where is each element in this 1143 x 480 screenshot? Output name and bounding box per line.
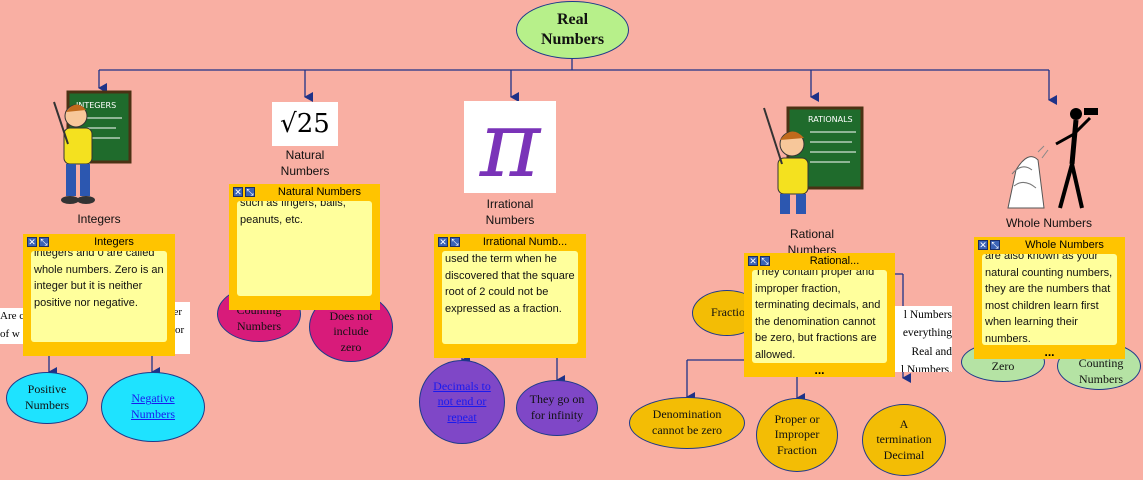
node-text: They go on for infinity [529,392,585,422]
note-body[interactable]: integers and 0 are called whole numbers.… [31,251,167,342]
node-text: Zero [991,359,1015,374]
node-positive-numbers[interactable]: Positive Numbers [6,372,88,424]
note-body[interactable]: used the term when he discovered that th… [442,251,578,344]
rational-right-text: l Numbers everything Real and l Numbers. [894,306,952,372]
node-text: Counting Numbers [1078,356,1124,386]
note-body[interactable]: are also known as your natural counting … [982,254,1117,345]
note-text: They contain proper and improper fractio… [755,270,881,361]
more-indicator[interactable]: ... [814,363,825,377]
close-icon[interactable]: ✕ [748,256,758,267]
node-text: Denomination cannot be zero [652,407,722,437]
note-titlebar[interactable]: ✕⤡ Rational... [744,253,895,270]
root-label: Real Numbers [540,11,605,48]
note-whole-numbers[interactable]: ✕⤡ Whole Numbers are also known as your … [974,237,1125,359]
close-icon[interactable]: ✕ [233,187,243,198]
more-indicator[interactable]: ... [1044,345,1055,359]
partial-text: l Numbers. [900,364,952,372]
chalkboard-caption: INTEGERS [76,101,116,110]
note-rational-numbers[interactable]: ✕⤡ Rational... They contain proper and i… [744,253,895,377]
node-text: Fractio [711,305,745,320]
concept-label-irrational-numbers[interactable]: Irrational Numbers [485,197,535,227]
pi-icon: π [464,91,556,198]
decimals-link[interactable]: Decimals to not end or repeat [433,378,491,424]
close-icon[interactable]: ✕ [438,237,448,248]
note-titlebar[interactable]: ✕⤡ Irrational Numb... [434,234,586,251]
note-titlebar[interactable]: ✕⤡ Whole Numbers [974,237,1125,254]
node-proper-improper-fraction[interactable]: Proper or Improper Fraction [756,398,838,472]
root-node-real-numbers[interactable]: Real Numbers [516,1,629,59]
root-expression: √25 [280,109,330,139]
node-text: Positive Numbers [25,382,69,412]
partial-text: l Numbers [903,309,952,321]
note-integers[interactable]: ✕⤡ Integers integers and 0 are called wh… [23,234,175,356]
note-text: integers and 0 are called whole numbers.… [34,251,164,309]
resize-icon[interactable]: ⤡ [760,256,770,267]
node-denomination-not-zero[interactable]: Denomination cannot be zero [629,397,745,449]
note-title: Irrational Numb... [482,236,568,248]
note-title: Rational... [809,255,860,267]
teacher-rationals-icon: RATIONALS [760,104,864,220]
note-text: such as fingers, balls, peanuts, etc. [240,201,346,226]
rationals-board-caption: RATIONALS [808,115,853,124]
node-termination-decimal[interactable]: A termination Decimal [862,404,946,476]
resize-icon[interactable]: ⤡ [39,237,49,248]
partial-text: Real and [911,345,952,358]
node-text: Does not include zero [329,308,373,354]
partial-text: Are c [0,310,25,322]
sculptor-icon [998,104,1102,214]
node-negative-numbers[interactable]: Negative Numbers [101,372,205,442]
partial-text: or [175,323,185,336]
note-text: used the term when he discovered that th… [445,253,575,315]
pi-glyph: π [479,91,541,198]
square-root-icon: √25 [272,102,338,146]
node-go-on-infinity[interactable]: They go on for infinity [516,380,598,436]
node-text: A termination Decimal [876,416,932,462]
teacher-chalkboard-icon: INTEGERS [46,88,132,208]
note-irrational-numbers[interactable]: ✕⤡ Irrational Numb... used the term when… [434,234,586,358]
concept-label-integers[interactable]: Integers [77,212,121,226]
concept-label-whole-numbers[interactable]: Whole Numbers [1005,216,1093,230]
note-titlebar[interactable]: ✕⤡ Integers [23,234,175,251]
negative-numbers-link[interactable]: Negative Numbers [131,391,175,421]
note-titlebar[interactable]: ✕⤡ Natural Numbers [229,184,380,201]
concept-label-natural-numbers[interactable]: Natural Numbers [280,148,330,178]
note-body[interactable]: such as fingers, balls, peanuts, etc. [237,201,372,296]
note-title: Integers [94,236,134,248]
note-body[interactable]: They contain proper and improper fractio… [752,270,887,363]
partial-text: everything [902,327,952,340]
partial-text: of w [0,327,20,340]
note-title: Whole Numbers [1025,239,1104,251]
note-title: Natural Numbers [277,186,362,198]
note-text: are also known as your natural counting … [985,254,1113,345]
node-text: Proper or Improper Fraction [774,411,820,457]
resize-icon[interactable]: ⤡ [450,237,460,248]
resize-icon[interactable]: ⤡ [990,240,1000,251]
resize-icon[interactable]: ⤡ [245,187,255,198]
close-icon[interactable]: ✕ [978,240,988,251]
note-natural-numbers[interactable]: ✕⤡ Natural Numbers such as fingers, ball… [229,184,380,310]
close-icon[interactable]: ✕ [27,237,37,248]
node-decimals-not-end[interactable]: Decimals to not end or repeat [419,360,505,444]
